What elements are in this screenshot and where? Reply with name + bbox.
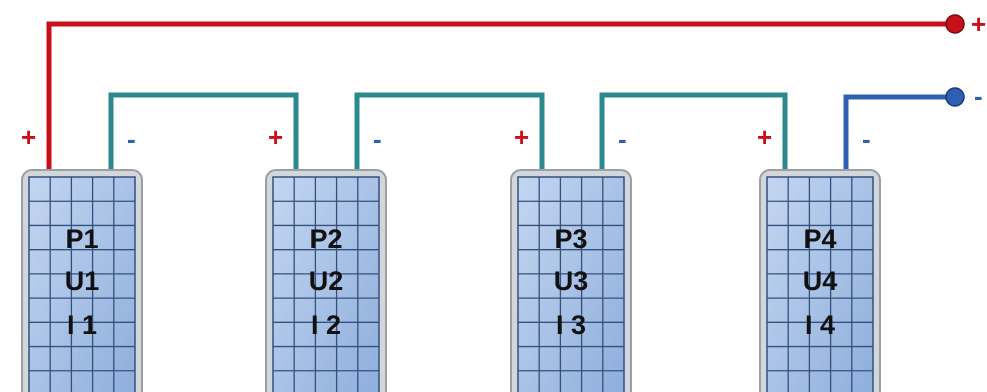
negative-terminal-symbol: - [974,81,983,111]
panel-current-label: I 1 [67,310,97,340]
panel-voltage-label: U2 [309,266,344,296]
panel-positive-symbol: + [268,122,283,152]
positive-terminal-symbol: + [971,9,986,39]
panel-negative-symbol: - [618,124,627,154]
panel-cells [517,176,625,392]
panel-power-label: P1 [65,224,98,254]
panel-current-label: I 2 [311,310,341,340]
panel-power-label: P4 [803,224,836,254]
panel-negative-symbol: - [373,124,382,154]
panel-positive-symbol: + [21,122,36,152]
panel-positive-symbol: + [757,122,772,152]
wires [46,21,955,170]
negative-main-wire [843,94,955,170]
panel-cells [272,176,380,392]
output-terminals: +- [945,9,986,111]
panel-cells [28,176,136,392]
panel-power-label: P2 [309,224,342,254]
positive-main-wire [46,21,955,170]
panel-voltage-label: U4 [803,266,838,296]
panel-cells [766,176,874,392]
series-link-wire [108,92,299,170]
panel-negative-symbol: - [862,124,871,154]
series-link-wire [599,92,788,170]
panel-power-label: P3 [554,224,587,254]
series-link-wire [354,92,545,170]
panel-negative-symbol: - [127,124,136,154]
panel-current-label: I 3 [556,310,586,340]
positive-terminal-dot-icon [945,14,965,34]
panel-voltage-label: U1 [65,266,100,296]
panel-current-label: I 4 [805,310,835,340]
panel-voltage-label: U3 [554,266,589,296]
panel-positive-symbol: + [514,122,529,152]
negative-terminal-dot-icon [945,87,965,107]
